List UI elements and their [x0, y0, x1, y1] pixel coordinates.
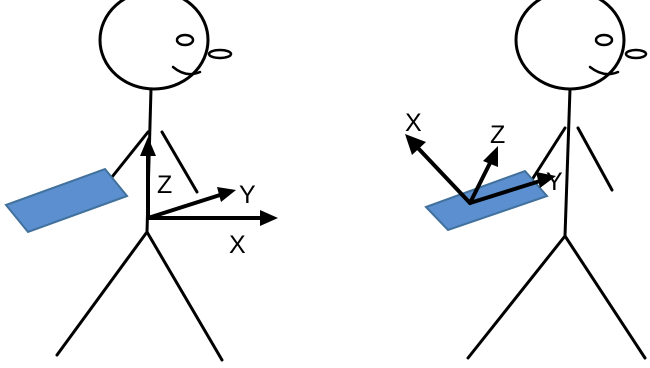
torso-right — [565, 89, 570, 236]
eye-left — [177, 35, 193, 45]
device-right — [426, 171, 547, 230]
leg-left-a — [57, 232, 147, 355]
head-left — [100, 0, 208, 89]
x-arrowhead-left — [260, 210, 278, 226]
stick-figure-left: Z Y X — [6, 0, 278, 360]
leg-right-b — [565, 236, 645, 358]
y-arrowhead-left — [217, 187, 236, 202]
leg-right-a — [468, 236, 565, 358]
x-label-left: X — [229, 231, 246, 259]
arm-right-front — [578, 128, 612, 190]
eye-right — [596, 35, 612, 45]
x-label-right: X — [405, 109, 422, 137]
y-label-left: Y — [239, 181, 256, 209]
z-label-right: Z — [490, 121, 505, 149]
device-left — [6, 169, 127, 232]
arm-left-back — [108, 132, 148, 182]
nose-right — [626, 50, 646, 58]
axes-left: Z Y X — [140, 137, 278, 259]
nose-left — [209, 50, 231, 58]
stick-figure-right: X Z Y — [405, 0, 646, 358]
z-arrowhead-right — [483, 146, 498, 167]
leg-left-b — [147, 232, 222, 360]
y-label-right: Y — [546, 168, 563, 196]
z-label-left: Z — [157, 171, 172, 199]
